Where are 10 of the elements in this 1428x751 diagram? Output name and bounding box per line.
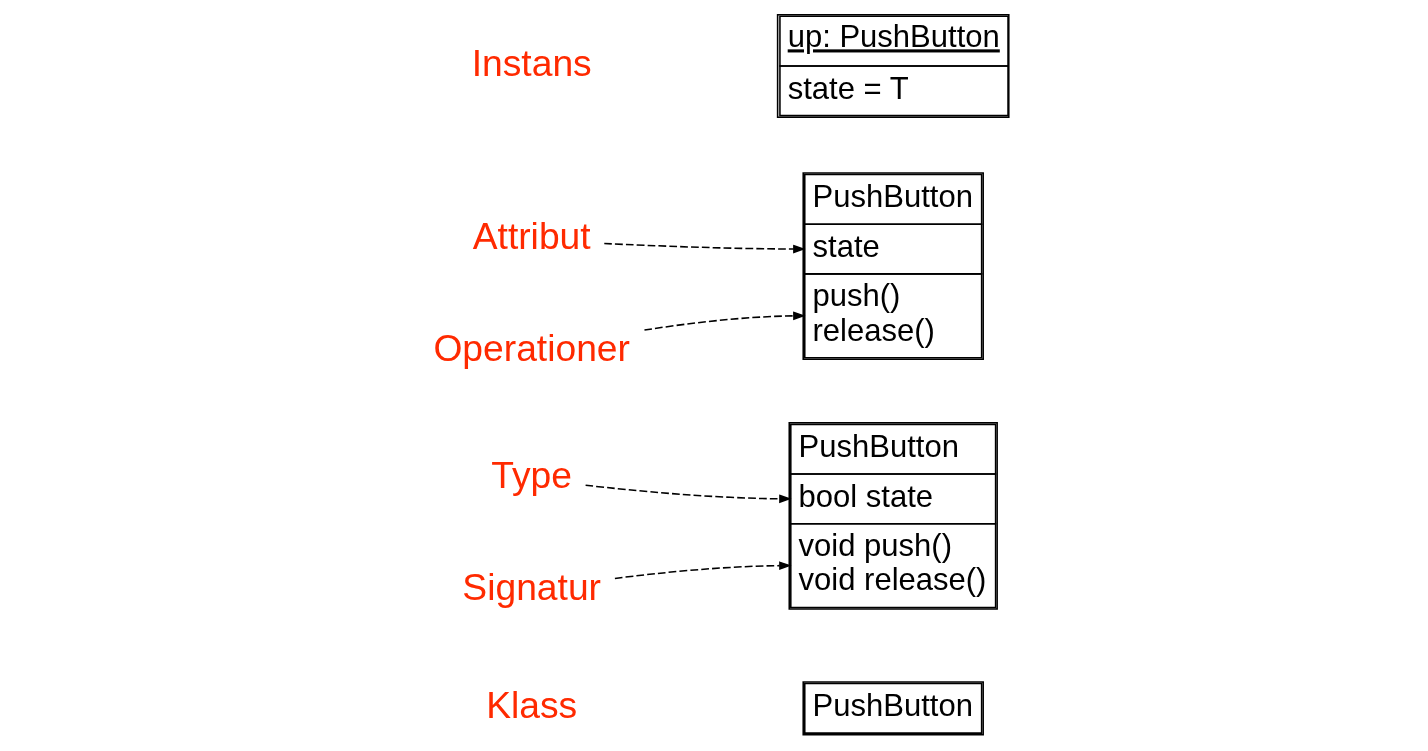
node-text: Operationer bbox=[433, 327, 630, 370]
node-text: Signatur bbox=[462, 566, 602, 609]
node-text: Type bbox=[491, 454, 573, 497]
arrow bbox=[603, 242, 806, 254]
label: Instans bbox=[471, 41, 592, 84]
arrow bbox=[614, 561, 792, 580]
label: Klass bbox=[486, 683, 578, 726]
arrow bbox=[643, 311, 806, 331]
arrow bbox=[584, 484, 792, 504]
node-text: Attribut bbox=[472, 215, 591, 258]
